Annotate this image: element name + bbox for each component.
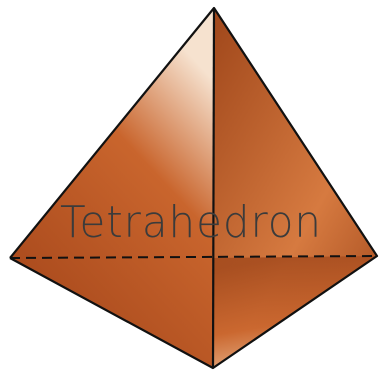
tetrahedron-label: Tetrahedron — [60, 197, 322, 248]
front-edge — [213, 8, 214, 368]
